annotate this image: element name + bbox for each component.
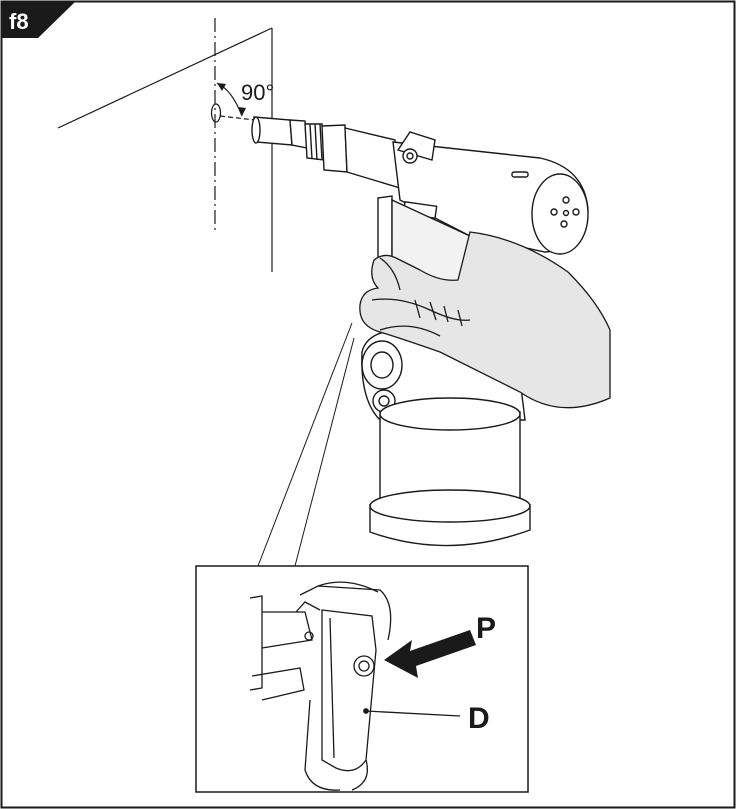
badge-shape: [1, 1, 76, 38]
top-clamp: [396, 131, 436, 161]
callout-d-label: D: [468, 702, 490, 735]
tool-barrel: [344, 127, 401, 189]
detail-inset: P D: [195, 565, 529, 793]
glove-shape: [359, 231, 611, 409]
rear-cap: [531, 173, 589, 255]
horizontal-axis-line: [219, 115, 256, 121]
front-collar: [304, 123, 348, 173]
callout-p-label: P: [476, 612, 496, 645]
callout-d-line: [365, 710, 461, 717]
rivet-hole: [210, 103, 222, 123]
badge-label: f8: [9, 9, 29, 34]
gloved-hand: [359, 231, 611, 409]
angle-label: 90°: [241, 80, 274, 105]
angle-indicator: [216, 82, 246, 117]
workpiece-surface: [57, 18, 273, 272]
figure-badge: f8: [1, 1, 76, 38]
inset-drawing: [249, 581, 461, 791]
button-p: [353, 655, 375, 677]
callout-p-arrow: [384, 630, 476, 678]
inset-leader-lines: [257, 322, 355, 567]
